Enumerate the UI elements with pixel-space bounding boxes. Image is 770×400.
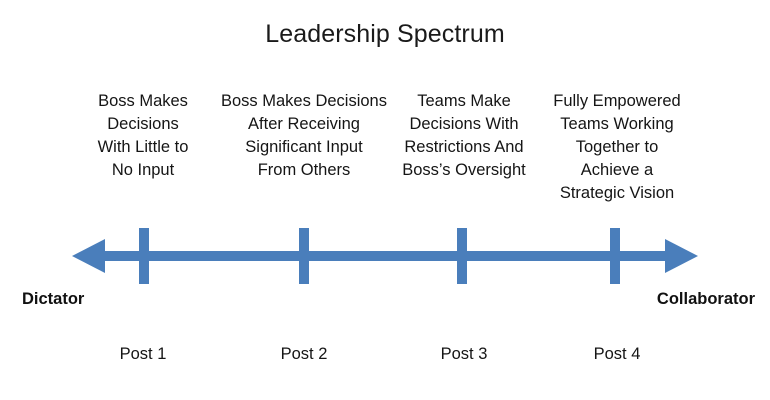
axis-tick-4: [610, 228, 620, 284]
stage-description-line: Teams Working: [560, 115, 674, 133]
stage-description-line: Restrictions And: [404, 138, 524, 156]
stage-description-line: Fully Empowered: [553, 92, 681, 110]
spectrum-axis: [72, 228, 698, 284]
axis-label-dictator: Dictator: [22, 290, 85, 308]
stage-description-4: Fully Empowered Teams Working Together t…: [533, 90, 701, 205]
axis-label-collaborator: Collaborator: [656, 290, 755, 308]
post-label-1: Post 1: [119, 345, 167, 363]
post-label-4: Post 4: [593, 345, 641, 363]
stage-description-2: Boss Makes Decisions After Receiving Sig…: [209, 90, 399, 182]
arrow-left-head: [72, 239, 105, 273]
stage-description-line: Teams Make: [417, 92, 511, 110]
axis-tick-1: [139, 228, 149, 284]
stage-description-line: Decisions With: [409, 115, 519, 133]
stage-description-line: No Input: [111, 161, 175, 179]
stage-description-line: Decisions: [107, 115, 179, 133]
stage-description-line: After Receiving: [248, 115, 360, 133]
stage-description-line: Boss’s Oversight: [402, 161, 526, 179]
stage-description-line: From Others: [257, 161, 351, 179]
axis-shaft: [95, 251, 681, 261]
page-title: Leadership Spectrum: [265, 20, 505, 48]
stage-description-line: Achieve a: [580, 161, 654, 179]
stage-description-line: Together to: [575, 138, 659, 156]
post-label-2: Post 2: [280, 345, 328, 363]
axis-tick-3: [457, 228, 467, 284]
stage-description-line: Strategic Vision: [559, 184, 675, 202]
stage-description-line: Boss Makes: [98, 92, 188, 110]
stage-description-1: Boss Makes Decisions With Little to No I…: [68, 90, 218, 182]
stage-description-3: Teams Make Decisions With Restrictions A…: [385, 90, 543, 182]
stage-description-line: Significant Input: [245, 138, 363, 156]
axis-tick-2: [299, 228, 309, 284]
stage-description-line: Boss Makes Decisions: [221, 92, 387, 110]
arrow-right-head: [665, 239, 698, 273]
stage-description-line: With Little to: [97, 138, 189, 156]
post-label-3: Post 3: [440, 345, 488, 363]
